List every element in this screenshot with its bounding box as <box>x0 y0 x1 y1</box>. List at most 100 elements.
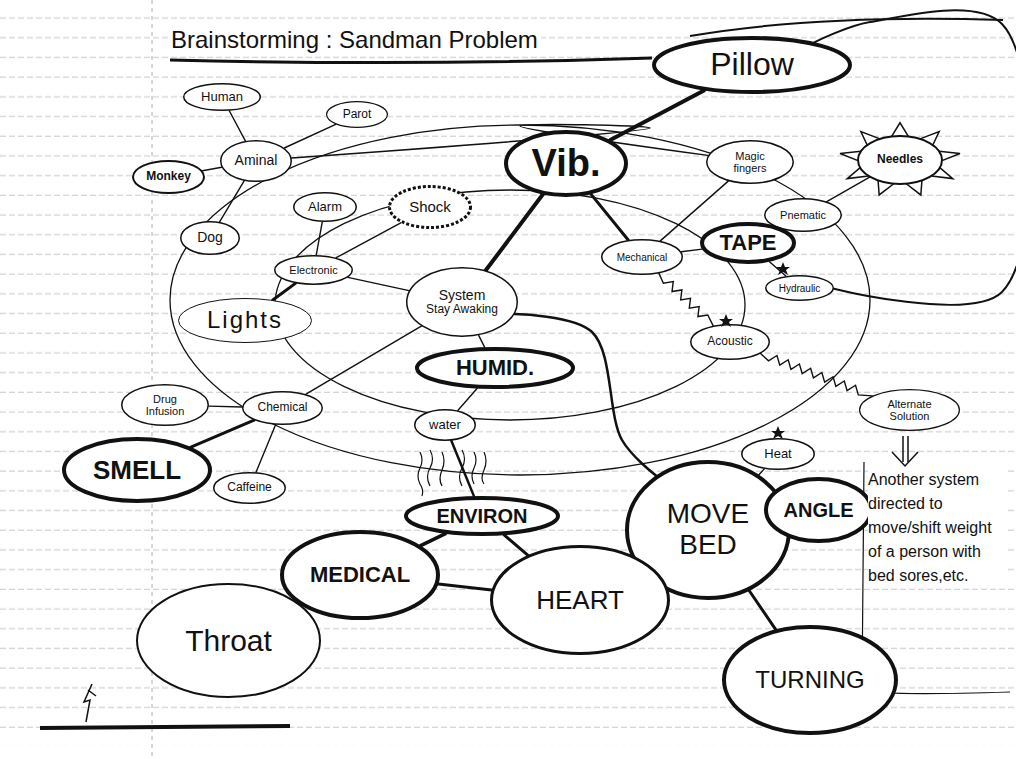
bubble-shape <box>506 132 626 195</box>
key-idea-bubble: TAPE <box>700 222 796 264</box>
connector-line <box>306 326 421 394</box>
connector-line <box>749 591 775 630</box>
bubble-shape <box>221 141 292 182</box>
key-idea-bubble: HEART <box>490 545 670 655</box>
bubble-content: Pillow <box>710 47 794 82</box>
bubble-shape <box>691 325 770 360</box>
bubble-text: System <box>426 288 498 303</box>
bubble-content: TAPE <box>719 231 776 255</box>
bubble-shape <box>417 349 573 387</box>
key-idea-bubble: Vib. <box>504 130 628 197</box>
bubble-text: Stay Awaking <box>426 303 498 316</box>
bubble-text: Pnematic <box>780 209 826 221</box>
bubble-content: SystemStay Awaking <box>426 288 498 317</box>
bubble-shape <box>654 38 850 92</box>
bubble-text: Vib. <box>532 143 601 185</box>
bubble-content: Alarm <box>308 200 342 214</box>
bubble-content: ANGLE <box>784 499 854 521</box>
bubble-shape <box>858 136 942 184</box>
bubble-shape <box>602 240 683 275</box>
idea-bubble: Aminal <box>220 140 292 182</box>
bubble-content: Dog <box>197 230 223 245</box>
bubble-text: ANGLE <box>784 499 854 521</box>
bubble-text: Monkey <box>146 170 191 183</box>
idea-bubble: Dog <box>180 221 240 255</box>
connector-line <box>591 194 628 240</box>
connector-line <box>220 181 245 222</box>
idea-bubble: Mechanical <box>601 239 683 275</box>
idea-bubble: Monkey <box>132 160 205 194</box>
bubble-content: Hydraulic <box>779 283 821 294</box>
idea-bubble: Lights <box>178 298 312 343</box>
bubble-content: Mechanical <box>617 252 668 263</box>
down-arrow <box>892 436 918 466</box>
bubble-text: Human <box>201 90 243 104</box>
bubble-content: Chemical <box>257 401 307 414</box>
bubble-content: Drug Infusion <box>138 393 193 417</box>
bubble-text: HEART <box>536 586 624 615</box>
bubble-shape <box>294 193 357 222</box>
idea-bubble: Chemical <box>242 391 323 425</box>
connector-line <box>191 420 254 447</box>
bubble-content: Throat <box>185 624 272 657</box>
note-text: Another system directed to move/shift we… <box>868 468 1008 588</box>
bubble-shape <box>184 84 261 111</box>
connector-line <box>759 469 764 475</box>
connector-line <box>486 195 543 271</box>
bubble-shape <box>766 479 871 541</box>
bubble-text: Pillow <box>710 47 794 82</box>
key-idea-bubble: Shock <box>388 185 472 229</box>
idea-bubble: Throat <box>136 583 321 698</box>
idea-bubble: SystemStay Awaking <box>406 267 518 337</box>
bubble-shape <box>181 222 240 255</box>
bubble-content: HEART <box>536 586 624 615</box>
bubble-text: TAPE <box>719 231 776 255</box>
bubble-shape <box>243 392 323 425</box>
bubble-text: Alternate Solution <box>878 398 942 422</box>
bubble-text: ENVIRON <box>436 505 527 527</box>
star-mark <box>719 262 790 439</box>
connector-line <box>504 535 527 555</box>
idea-bubble: water <box>414 409 476 441</box>
bubble-content: Lights <box>207 307 283 333</box>
idea-bubble: Magic fingers <box>706 140 794 184</box>
bubble-text: Parot <box>343 108 372 121</box>
bubble-content: Aminal <box>235 153 278 168</box>
idea-bubble: Electronic <box>274 255 353 285</box>
bubble-shape <box>390 187 471 228</box>
bubble-text: Drug Infusion <box>138 393 193 417</box>
connector-line <box>256 425 276 473</box>
bubble-text: SMELL <box>93 456 181 485</box>
bubble-shape <box>327 102 388 128</box>
bubble-content: Needles <box>877 153 923 166</box>
bubble-text: MOVE BED <box>653 499 763 561</box>
bubble-content: Shock <box>409 199 451 216</box>
idea-bubble: Acoustic <box>690 324 770 360</box>
connector-line <box>659 273 713 325</box>
water-scribble <box>418 450 486 496</box>
bubble-content: Human <box>201 90 243 104</box>
connector-line <box>458 388 477 410</box>
bubble-shape <box>724 627 896 733</box>
bubble-shape <box>275 256 353 285</box>
loop-line <box>690 19 1003 36</box>
key-idea-bubble: MEDICAL <box>280 530 440 620</box>
bubble-shape <box>860 390 960 431</box>
bubble-shape <box>137 584 320 697</box>
bubble-text: Alarm <box>308 200 342 214</box>
bubble-content: Magic fingers <box>723 150 778 174</box>
bubble-content: Alternate Solution <box>878 398 942 422</box>
bubble-content: MOVE BED <box>653 499 763 561</box>
key-idea-bubble: SMELL <box>62 437 212 503</box>
doodle-mark <box>84 684 96 722</box>
bubble-shape <box>133 161 204 193</box>
bubble-shape <box>214 473 286 504</box>
bubble-content: Heat <box>764 447 791 461</box>
bubble-content: Acoustic <box>707 335 752 348</box>
page-title: Brainstorming : Sandman Problem <box>168 26 541 54</box>
key-idea-bubble: Pillow <box>652 36 852 94</box>
key-idea-bubble: TURNING <box>722 625 898 735</box>
bubble-shape <box>406 498 558 534</box>
connector-line <box>209 405 242 407</box>
connector-line <box>761 354 873 396</box>
